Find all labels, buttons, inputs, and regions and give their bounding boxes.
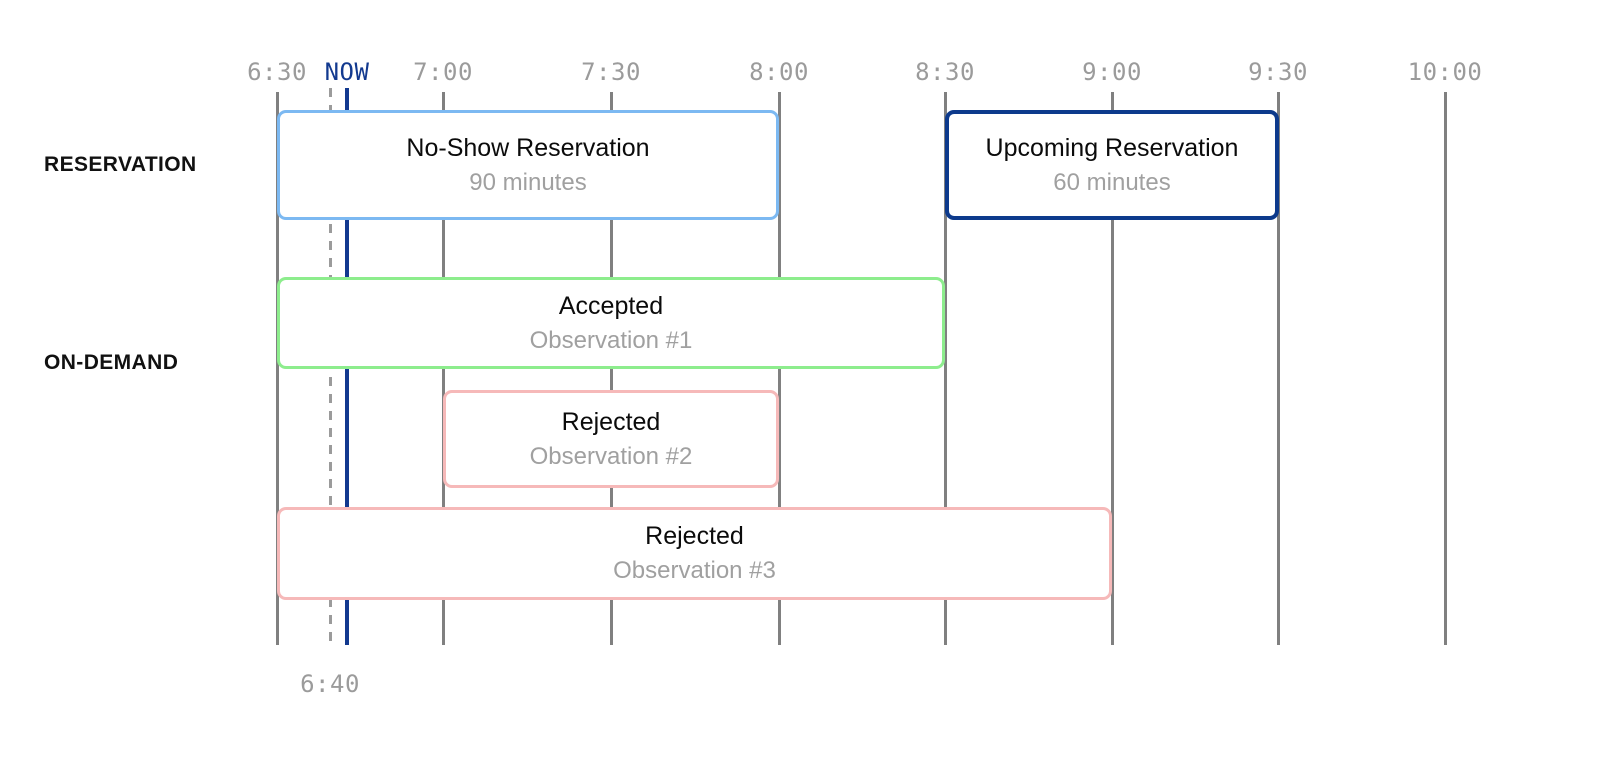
event-title: Upcoming Reservation: [985, 133, 1239, 162]
event-title: Accepted: [558, 291, 664, 320]
event-title: Rejected: [561, 407, 661, 436]
event-title: No-Show Reservation: [406, 133, 650, 162]
gridline-10-00: [1444, 92, 1447, 645]
time-tick-6-30: 6:30: [247, 58, 307, 86]
event-no-show-reservation[interactable]: No-Show Reservation 90 minutes: [277, 110, 779, 220]
gridline-6-30: [276, 92, 279, 645]
event-title: Rejected: [645, 522, 744, 551]
cursor-time-label: 6:40: [300, 670, 360, 698]
event-subtitle: Observation #2: [529, 442, 693, 470]
time-tick-9-00: 9:00: [1082, 58, 1142, 86]
time-tick-10-00: 10:00: [1407, 58, 1483, 86]
gridline-9-00: [1111, 92, 1114, 645]
now-label: NOW: [324, 58, 370, 86]
lane-label-on-demand: ON-DEMAND: [44, 351, 179, 374]
time-tick-7-00: 7:00: [413, 58, 473, 86]
lane-label-reservation: RESERVATION: [44, 153, 197, 176]
event-upcoming-reservation[interactable]: Upcoming Reservation 60 minutes: [945, 110, 1279, 220]
gridline-9-30: [1277, 92, 1280, 645]
event-subtitle: Observation #3: [613, 557, 776, 585]
event-subtitle: Observation #1: [529, 326, 693, 354]
time-tick-8-30: 8:30: [915, 58, 975, 86]
time-tick-8-00: 8:00: [749, 58, 809, 86]
gridline-8-30: [944, 92, 947, 645]
time-tick-7-30: 7:30: [581, 58, 641, 86]
event-subtitle: 90 minutes: [469, 168, 587, 196]
time-tick-9-30: 9:30: [1248, 58, 1308, 86]
event-subtitle: 60 minutes: [1053, 168, 1171, 196]
